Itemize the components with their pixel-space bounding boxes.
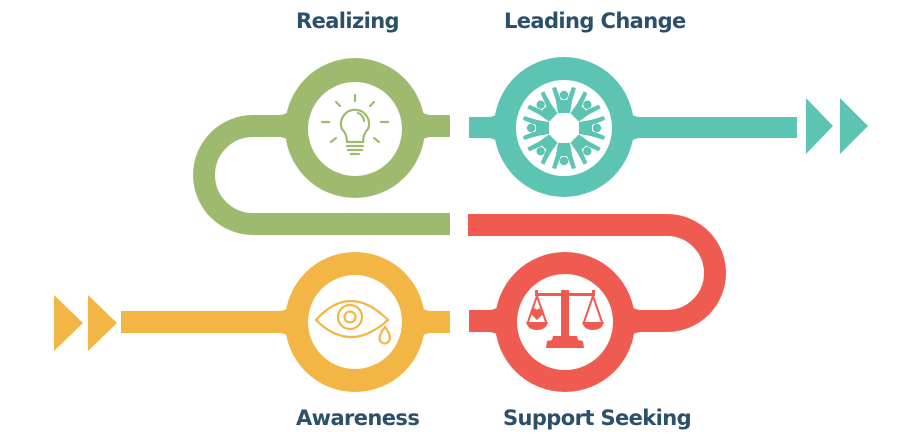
realizing-ring-fillet: [418, 104, 432, 148]
end-arrow-icon: [806, 98, 833, 154]
awareness-track: [54, 252, 450, 392]
person-figure: [552, 143, 576, 169]
scales-icon: [526, 290, 604, 348]
person-figure: [523, 116, 549, 140]
awareness-ring-fillet: [418, 300, 432, 344]
awareness-ring-fillet: [278, 300, 292, 344]
person-figure: [552, 87, 576, 113]
person-figure: [570, 134, 601, 165]
lightbulb-icon: [320, 93, 390, 156]
awareness-ring-inner: [308, 275, 402, 369]
support-seeking-track: [468, 214, 726, 392]
stage-label-realizing: Realizing: [296, 9, 400, 33]
leading-change-ring-fillet: [487, 106, 501, 149]
people-circle-icon: [523, 87, 605, 169]
realizing-ring-fillet: [278, 104, 292, 148]
end-arrow-icon: [840, 98, 868, 154]
person-figure: [579, 116, 605, 140]
person-figure: [527, 91, 558, 122]
realizing-loop: [193, 115, 450, 235]
support-seeking-ring-fillet: [628, 299, 642, 343]
crying-eye-icon: [314, 299, 391, 345]
realizing-ring-inner: [308, 82, 402, 176]
stage-label-support-seeking: Support Seeking: [503, 406, 692, 430]
person-figure: [527, 134, 558, 165]
person-figure: [570, 91, 601, 122]
heart-icon: [530, 308, 544, 320]
stage-label-leading-change: Leading Change: [504, 9, 686, 33]
start-arrow-icon: [54, 295, 83, 351]
realizing-track: [193, 58, 450, 235]
support-seeking-loop: [468, 214, 726, 332]
support-seeking-ring-fillet: [488, 299, 502, 343]
stage-label-awareness: Awareness: [296, 406, 420, 430]
start-arrow-icon: [88, 295, 117, 351]
leading-change-ring-fillet: [627, 106, 641, 149]
